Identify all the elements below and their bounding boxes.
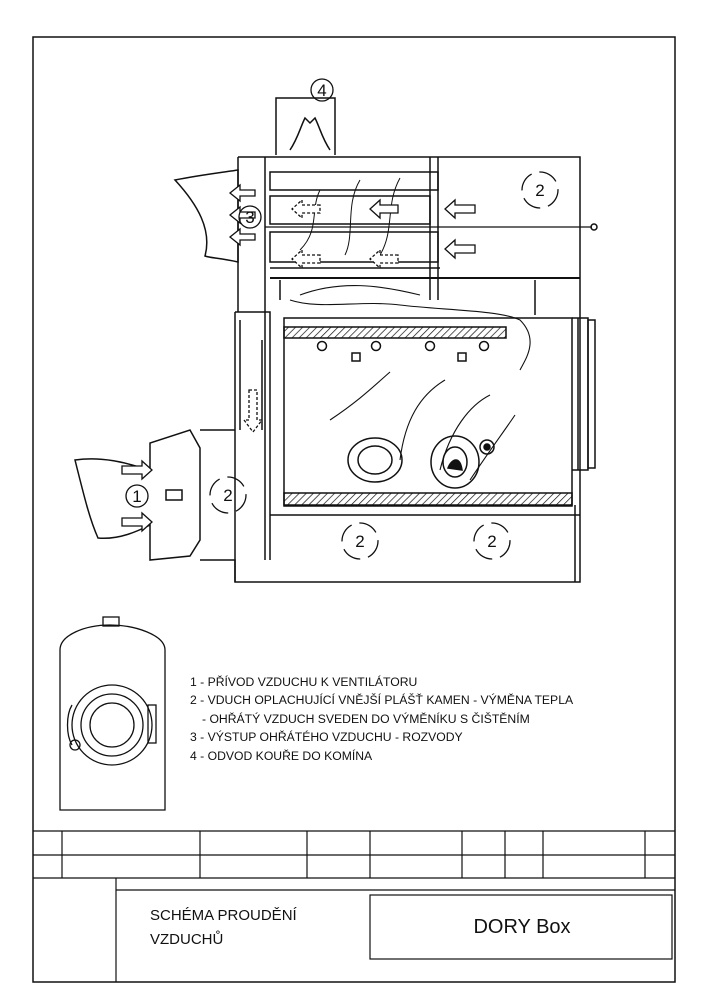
callout-3: 3	[245, 208, 254, 227]
callout-2-bottom-right: 2	[487, 532, 496, 551]
legend-item-3: 3 - VÝSTUP OHŘÁTÉHO VZDUCHU - ROZVODY	[190, 730, 463, 745]
title-block-grid	[33, 830, 675, 982]
callout-2-left: 2	[223, 486, 232, 505]
swirl-markers	[125, 78, 559, 560]
callout-2-bottom-left: 2	[355, 532, 364, 551]
legend-item-4: 4 - ODVOD KOUŘE DO KOMÍNA	[190, 748, 373, 763]
legend-item-2: 2 - VDUCH OPLACHUJÍCÍ VNĚJŠÍ PLÁŠŤ KAMEN…	[190, 693, 574, 708]
flow-arrows	[121, 183, 476, 533]
drawing-title: SCHÉMA PROUDĚNÍ VZDUCHŮ	[150, 904, 297, 952]
drawing-title-line1: SCHÉMA PROUDĚNÍ	[150, 907, 297, 924]
legend-item-2-continued: - OHŘÁTÝ VZDUCH SVEDEN DO VÝMĚNÍKU S ČIŠ…	[202, 711, 530, 726]
callout-2-top: 2	[535, 181, 544, 200]
sheet-border	[32, 36, 676, 983]
stove-schematic	[74, 97, 598, 583]
stove-front-view	[59, 616, 166, 811]
legend: 1 - PŘÍVOD VZDUCHU K VENTILÁTORU 2 - VDU…	[190, 673, 573, 765]
product-name: DORY Box	[473, 915, 571, 938]
callout-1: 1	[132, 487, 141, 506]
callout-4: 4	[317, 81, 326, 100]
drawing-title-line2: VZDUCHŮ	[150, 931, 224, 948]
baffle-plate	[283, 326, 507, 339]
legend-item-1: 1 - PŘÍVOD VZDUCHU K VENTILÁTORU	[190, 675, 418, 689]
grate-plate	[283, 492, 573, 506]
